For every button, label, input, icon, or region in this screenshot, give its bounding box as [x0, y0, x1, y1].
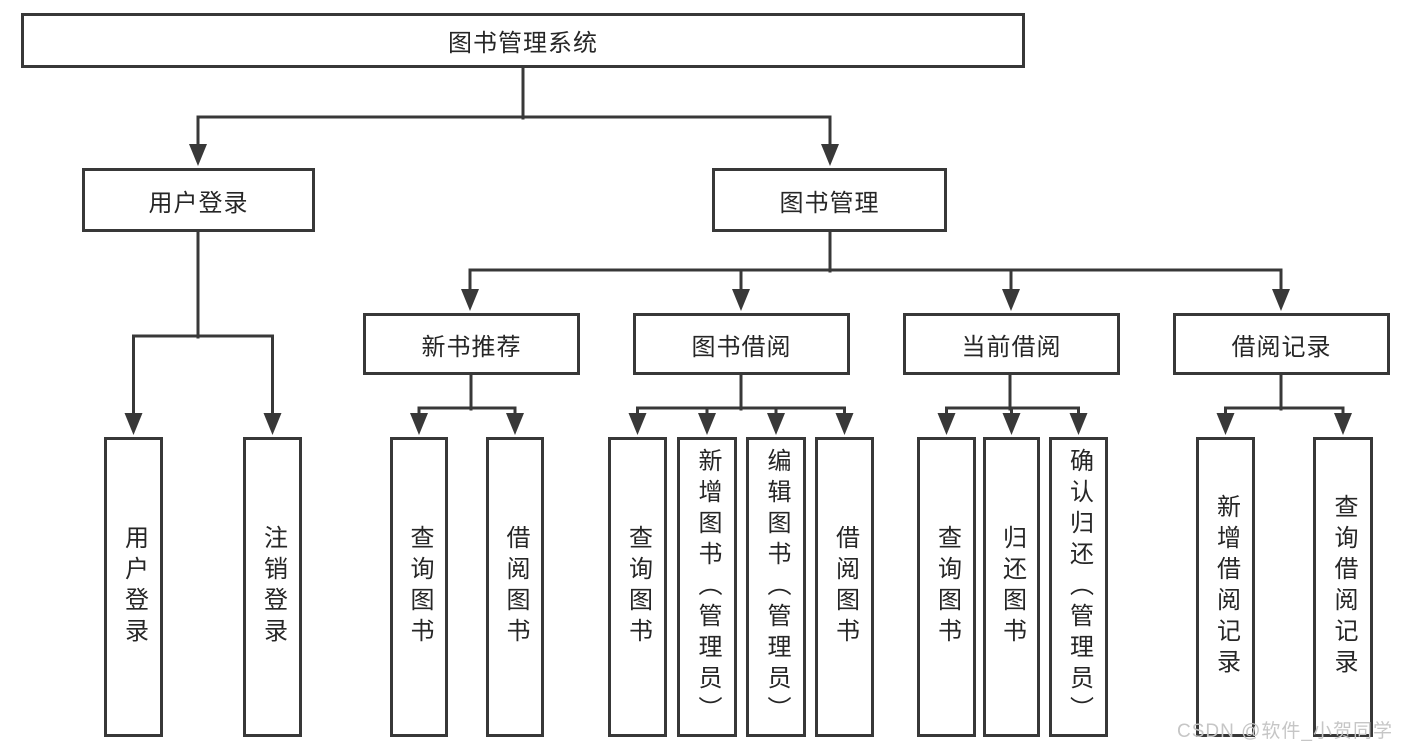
node-library-management-system: 图书管理系统: [21, 13, 1025, 68]
node-label: 查询图书: [933, 525, 961, 649]
node-borrowing-records: 借阅记录: [1173, 313, 1390, 375]
node-label: 查询图书: [624, 525, 652, 649]
node-label: 注销登录: [259, 525, 287, 649]
node-add-book-admin: 新增图书（管理员）: [677, 437, 737, 737]
node-book-management: 图书管理: [712, 168, 947, 232]
node-borrow-books-recommend: 借阅图书: [486, 437, 544, 737]
node-label: 新增借阅记录: [1212, 494, 1240, 680]
node-query-borrow-record: 查询借阅记录: [1313, 437, 1373, 737]
node-query-books-current: 查询图书: [917, 437, 976, 737]
node-label: 借阅记录: [1231, 333, 1332, 361]
node-new-book-recommendation: 新书推荐: [363, 313, 580, 375]
node-label: 用户登录: [148, 189, 249, 217]
node-return-books: 归还图书: [983, 437, 1040, 737]
node-logout: 注销登录: [243, 437, 302, 737]
node-label: 新增图书（管理员）: [694, 447, 721, 727]
node-confirm-return-admin: 确认归还（管理员）: [1049, 437, 1108, 737]
node-label: 确认归还（管理员）: [1065, 447, 1093, 727]
node-label: 借阅图书: [831, 525, 859, 649]
node-label: 图书借阅: [691, 333, 792, 361]
node-label: 查询图书: [406, 525, 433, 649]
node-label: 编辑图书（管理员）: [763, 447, 790, 727]
node-book-borrowing: 图书借阅: [633, 313, 850, 375]
node-label: 查询借阅记录: [1330, 494, 1357, 680]
node-label: 新书推荐: [421, 333, 522, 361]
node-user-login-leaf: 用户登录: [104, 437, 163, 737]
node-label: 图书管理系统: [448, 30, 598, 57]
node-query-books-recommend: 查询图书: [390, 437, 448, 737]
node-label: 归还图书: [998, 525, 1026, 649]
node-label: 图书管理: [779, 189, 880, 217]
node-user-login: 用户登录: [82, 168, 315, 232]
node-label: 当前借阅: [961, 333, 1062, 361]
node-edit-book-admin: 编辑图书（管理员）: [746, 437, 806, 737]
node-label: 用户登录: [120, 525, 148, 649]
node-query-books-borrowing: 查询图书: [608, 437, 667, 737]
csdn-watermark: CSDN @软件_小贺同学: [1177, 721, 1393, 742]
node-borrow-books-borrowing: 借阅图书: [815, 437, 874, 737]
node-current-borrowing: 当前借阅: [903, 313, 1120, 375]
node-label: 借阅图书: [502, 525, 529, 649]
node-add-borrow-record: 新增借阅记录: [1196, 437, 1255, 737]
